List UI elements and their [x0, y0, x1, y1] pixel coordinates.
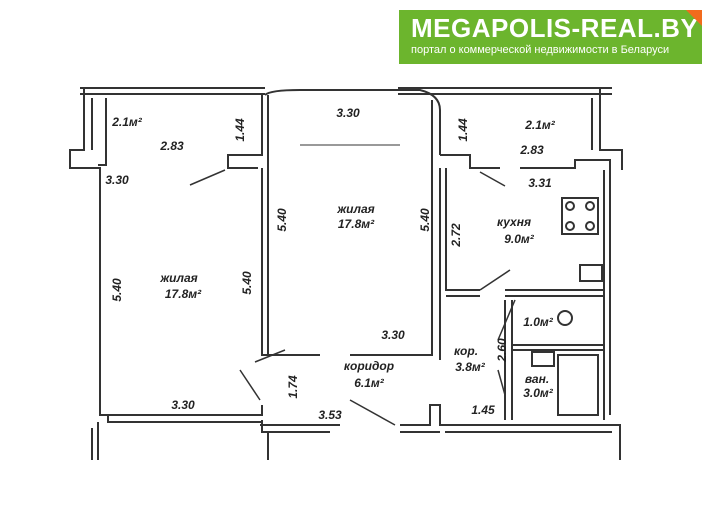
corridor-depth: 1.74 — [286, 375, 300, 399]
kitchen-name: кухня — [496, 215, 532, 229]
hall-small-name: кор. — [453, 344, 479, 358]
middle-left-length: 5.40 — [275, 208, 289, 232]
wc-area: 1.0м² — [523, 315, 553, 329]
middle-top-width: 3.30 — [336, 106, 360, 120]
middle-bottom-width: 3.30 — [381, 328, 405, 342]
kitchen-area: 9.0м² — [504, 232, 534, 246]
left-top-width: 3.30 — [105, 173, 129, 187]
left-bottom-width: 3.30 — [171, 398, 195, 412]
balcony-left-width: 2.83 — [160, 139, 184, 153]
logo-corner-fold-icon — [686, 10, 702, 26]
logo-title: MEGAPOLIS-REAL.BY — [411, 13, 699, 43]
kitchen-length: 2.72 — [449, 223, 463, 247]
walls — [69, 87, 623, 460]
corridor-name: коридор — [343, 359, 395, 373]
hall-small-length: 2.60 — [495, 338, 509, 362]
bath-area: 3.0м² — [523, 386, 553, 400]
balcony-right-depth: 1.44 — [456, 118, 470, 142]
corridor-width: 3.53 — [318, 408, 342, 422]
left-outer-length: 5.40 — [110, 278, 124, 302]
hall-small-area: 3.8м² — [455, 360, 485, 374]
balcony-left-depth: 1.44 — [233, 118, 247, 142]
middle-room-name: жилая — [337, 202, 375, 216]
middle-room-area: 17.8м² — [337, 217, 375, 231]
left-room-name: жилая — [160, 271, 198, 285]
bath-name: ван. — [524, 372, 550, 386]
left-room-area: 17.8м² — [164, 287, 202, 301]
balcony-right-width: 2.83 — [520, 143, 544, 157]
balcony-right-area: 2.1м² — [525, 118, 555, 132]
hall-width: 1.45 — [471, 403, 495, 417]
site-logo[interactable]: MEGAPOLIS-REAL.BY портал о коммерческой … — [399, 10, 702, 64]
middle-right-length: 5.40 — [418, 208, 432, 232]
balcony-left-area: 2.1м² — [112, 115, 142, 129]
logo-subtitle: портал о коммерческой недвижимости в Бел… — [411, 44, 670, 56]
left-inner-length: 5.40 — [240, 271, 254, 295]
kitchen-top-width: 3.31 — [528, 176, 552, 190]
corridor-area: 6.1м² — [354, 376, 384, 390]
